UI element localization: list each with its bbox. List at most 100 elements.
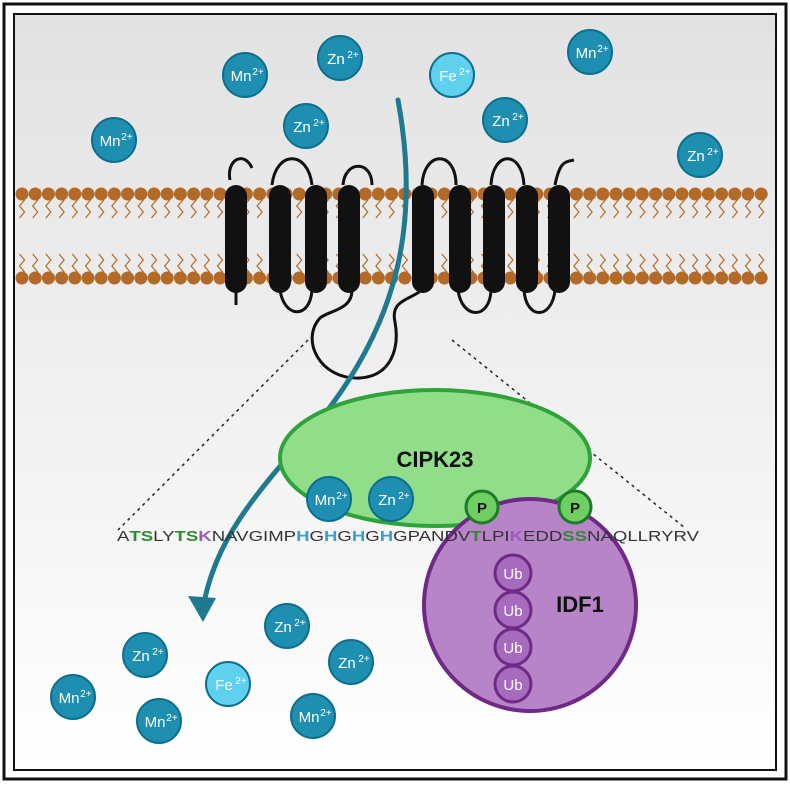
ion-charge: 2+: [597, 44, 609, 55]
residue: P: [408, 528, 420, 545]
residue: N: [212, 528, 225, 545]
phosphate-group: P: [557, 489, 593, 525]
ion-symbol: Zn: [378, 492, 396, 509]
residue: I: [504, 528, 509, 545]
ion-charge: 2+: [121, 132, 133, 143]
transporter-protein: [225, 157, 575, 380]
residue: S: [562, 528, 574, 545]
ion-charge: 2+: [512, 112, 524, 123]
residue: M: [268, 528, 283, 545]
ion-charge: 2+: [459, 67, 471, 78]
ion-charge: 2+: [320, 708, 332, 719]
residue: S: [575, 528, 587, 545]
ubiquitin-label: Ub: [503, 640, 522, 657]
phosphate-group: P: [464, 489, 500, 525]
residue: R: [648, 528, 662, 545]
ion-symbol: Fe: [439, 68, 457, 85]
residue: L: [482, 528, 492, 545]
residue: L: [638, 528, 648, 545]
residue: G: [393, 528, 407, 545]
residue: D: [549, 528, 563, 545]
residue: D: [444, 528, 458, 545]
residue: L: [153, 528, 163, 545]
ion-charge: 2+: [166, 713, 178, 724]
ion-symbol: Zn: [338, 655, 356, 672]
ion-symbol: Mn: [59, 690, 80, 707]
residue: K: [198, 528, 212, 545]
residue: L: [627, 528, 637, 545]
residue: A: [117, 528, 129, 545]
residue: I: [263, 528, 268, 545]
residue: V: [458, 528, 470, 545]
ubiquitin-label: Ub: [503, 603, 522, 620]
ion-charge: 2+: [398, 491, 410, 502]
ion-symbol: Zn: [132, 648, 150, 665]
ion-charge: 2+: [313, 118, 325, 129]
residue: R: [674, 528, 688, 545]
residue: V: [687, 528, 699, 545]
ion-symbol: Zn: [327, 51, 345, 68]
residue: T: [470, 528, 481, 545]
ion-symbol: Zn: [293, 119, 311, 136]
ion-charge: 2+: [336, 491, 348, 502]
transport-arrowhead: [188, 596, 216, 622]
ion-symbol: Mn: [231, 68, 252, 85]
idf1-label: IDF1: [556, 592, 604, 617]
ion-symbol: Mn: [145, 714, 166, 731]
residue: A: [225, 528, 237, 545]
residue: T: [129, 528, 140, 545]
residue: V: [236, 528, 248, 545]
ion-symbol: Zn: [687, 148, 705, 165]
ubiquitin-label: Ub: [503, 677, 522, 694]
ubiquitin: Ub: [493, 553, 533, 593]
ubiquitin: Ub: [493, 590, 533, 630]
ion-symbol: Mn: [100, 133, 121, 150]
residue: S: [141, 528, 153, 545]
ion-symbol: Mn: [299, 709, 320, 726]
phosphate-label: P: [570, 500, 580, 517]
ubiquitin: Ub: [493, 664, 533, 704]
residue: G: [249, 528, 263, 545]
residue: Q: [613, 528, 627, 545]
ion-charge: 2+: [152, 647, 164, 658]
residue: N: [587, 528, 600, 545]
zoom-line-left: [117, 339, 309, 531]
cipk23-label: CIPK23: [396, 447, 473, 472]
ion-charge: 2+: [294, 618, 306, 629]
residue: G: [365, 528, 379, 545]
cipk23-kinase: [278, 388, 592, 528]
residue: A: [419, 528, 431, 545]
residue: H: [324, 528, 337, 545]
ion-symbol: Fe: [215, 677, 233, 694]
ion-symbol: Mn: [315, 492, 336, 509]
residue: K: [510, 528, 524, 545]
ion-symbol: Mn: [576, 45, 597, 62]
ubiquitin-label: Ub: [503, 566, 522, 583]
ubiquitin: Ub: [493, 627, 533, 667]
ion-symbol: Zn: [492, 113, 510, 130]
ion-charge: 2+: [358, 654, 370, 665]
ion-charge: 2+: [252, 67, 264, 78]
residue: D: [535, 528, 549, 545]
residue: Y: [162, 528, 174, 545]
